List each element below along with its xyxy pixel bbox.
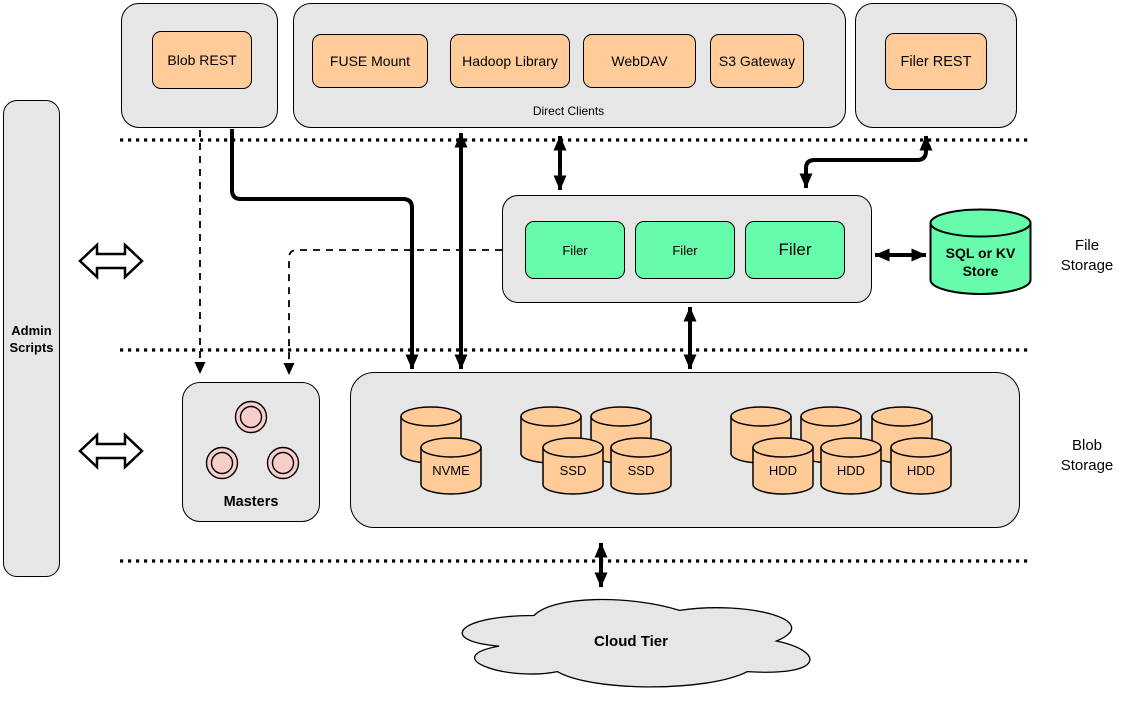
master-nodes <box>205 400 300 480</box>
masters-label: Masters <box>223 494 279 510</box>
cloud-tier-label: Cloud Tier <box>594 632 668 650</box>
client-box-hadoop-library: Hadoop Library <box>450 34 570 88</box>
filer-rest-to-filers-double-arrow <box>799 135 933 189</box>
admin-scripts-bar: Admin Scripts <box>3 100 60 577</box>
cylinder-shape <box>420 437 482 495</box>
hdd-cylinder-1: HDD <box>752 437 814 495</box>
store-label: SQL or KV Store <box>945 245 1016 279</box>
client-box-s3-gateway: S3 Gateway <box>710 34 804 88</box>
disk-label-hdd-2: HDD <box>836 463 866 478</box>
cylinder-shape <box>752 437 814 495</box>
blob-rest-to-blob-storage-arrow <box>230 129 419 370</box>
admin-scripts-label: Admin Scripts <box>9 322 54 355</box>
blob-storage-section-label: Blob Storage <box>1060 437 1114 474</box>
client-box-webdav: WebDAV <box>583 34 696 88</box>
file-storage-section-label: File Storage <box>1060 237 1114 274</box>
blob-rest-box: Blob REST <box>152 31 252 89</box>
filer-box-2: Filer <box>635 221 735 279</box>
ssd-cylinder-2: SSD <box>610 437 672 495</box>
filer-rest-label: Filer REST <box>900 53 972 70</box>
nvme-cylinder: NVME <box>420 437 482 495</box>
disk-label-hdd-3: HDD <box>906 463 936 478</box>
fuse-mount-label: FUSE Mount <box>329 53 411 69</box>
cloud-tier: Cloud Tier <box>437 590 825 692</box>
hadoop-library-label: Hadoop Library <box>462 53 558 69</box>
filers-to-masters-dashed-arrow <box>283 249 502 375</box>
disk-label-hdd-1: HDD <box>768 463 798 478</box>
disk-label-nvme: NVME <box>432 463 470 478</box>
hdd-cylinder-2: HDD <box>820 437 882 495</box>
s3-gateway-label: S3 Gateway <box>718 53 796 69</box>
cylinder-shape <box>890 437 952 495</box>
filer-label-1: Filer <box>562 242 588 258</box>
cylinder-shape <box>820 437 882 495</box>
webdav-label: WebDAV <box>611 53 668 69</box>
ssd-cylinder-1: SSD <box>542 437 604 495</box>
admin-file-tier-double-arrow-icon <box>78 242 144 280</box>
masters-container: Masters <box>182 382 320 522</box>
cylinder-shape <box>542 437 604 495</box>
filer-box-3: Filer <box>745 221 845 279</box>
sql-kv-store-cylinder: SQL or KV Store <box>929 208 1032 296</box>
disk-label-ssd-1: SSD <box>559 463 587 478</box>
filer-label-2: Filer <box>672 242 698 258</box>
admin-blob-tier-double-arrow-icon <box>78 432 144 470</box>
hdd-cylinder-3: HDD <box>890 437 952 495</box>
cloud-shape <box>461 598 811 688</box>
disk-label-ssd-2: SSD <box>627 463 655 478</box>
cylinder-shape <box>610 437 672 495</box>
direct-clients-label: Direct Clients <box>532 104 605 118</box>
client-box-fuse-mount: FUSE Mount <box>312 34 428 88</box>
blob-rest-label: Blob REST <box>167 52 237 68</box>
store-cylinder-shape <box>929 208 1032 295</box>
filer-rest-box: Filer REST <box>885 33 987 90</box>
filer-box-1: Filer <box>525 221 625 279</box>
filer-label-3: Filer <box>778 240 812 259</box>
